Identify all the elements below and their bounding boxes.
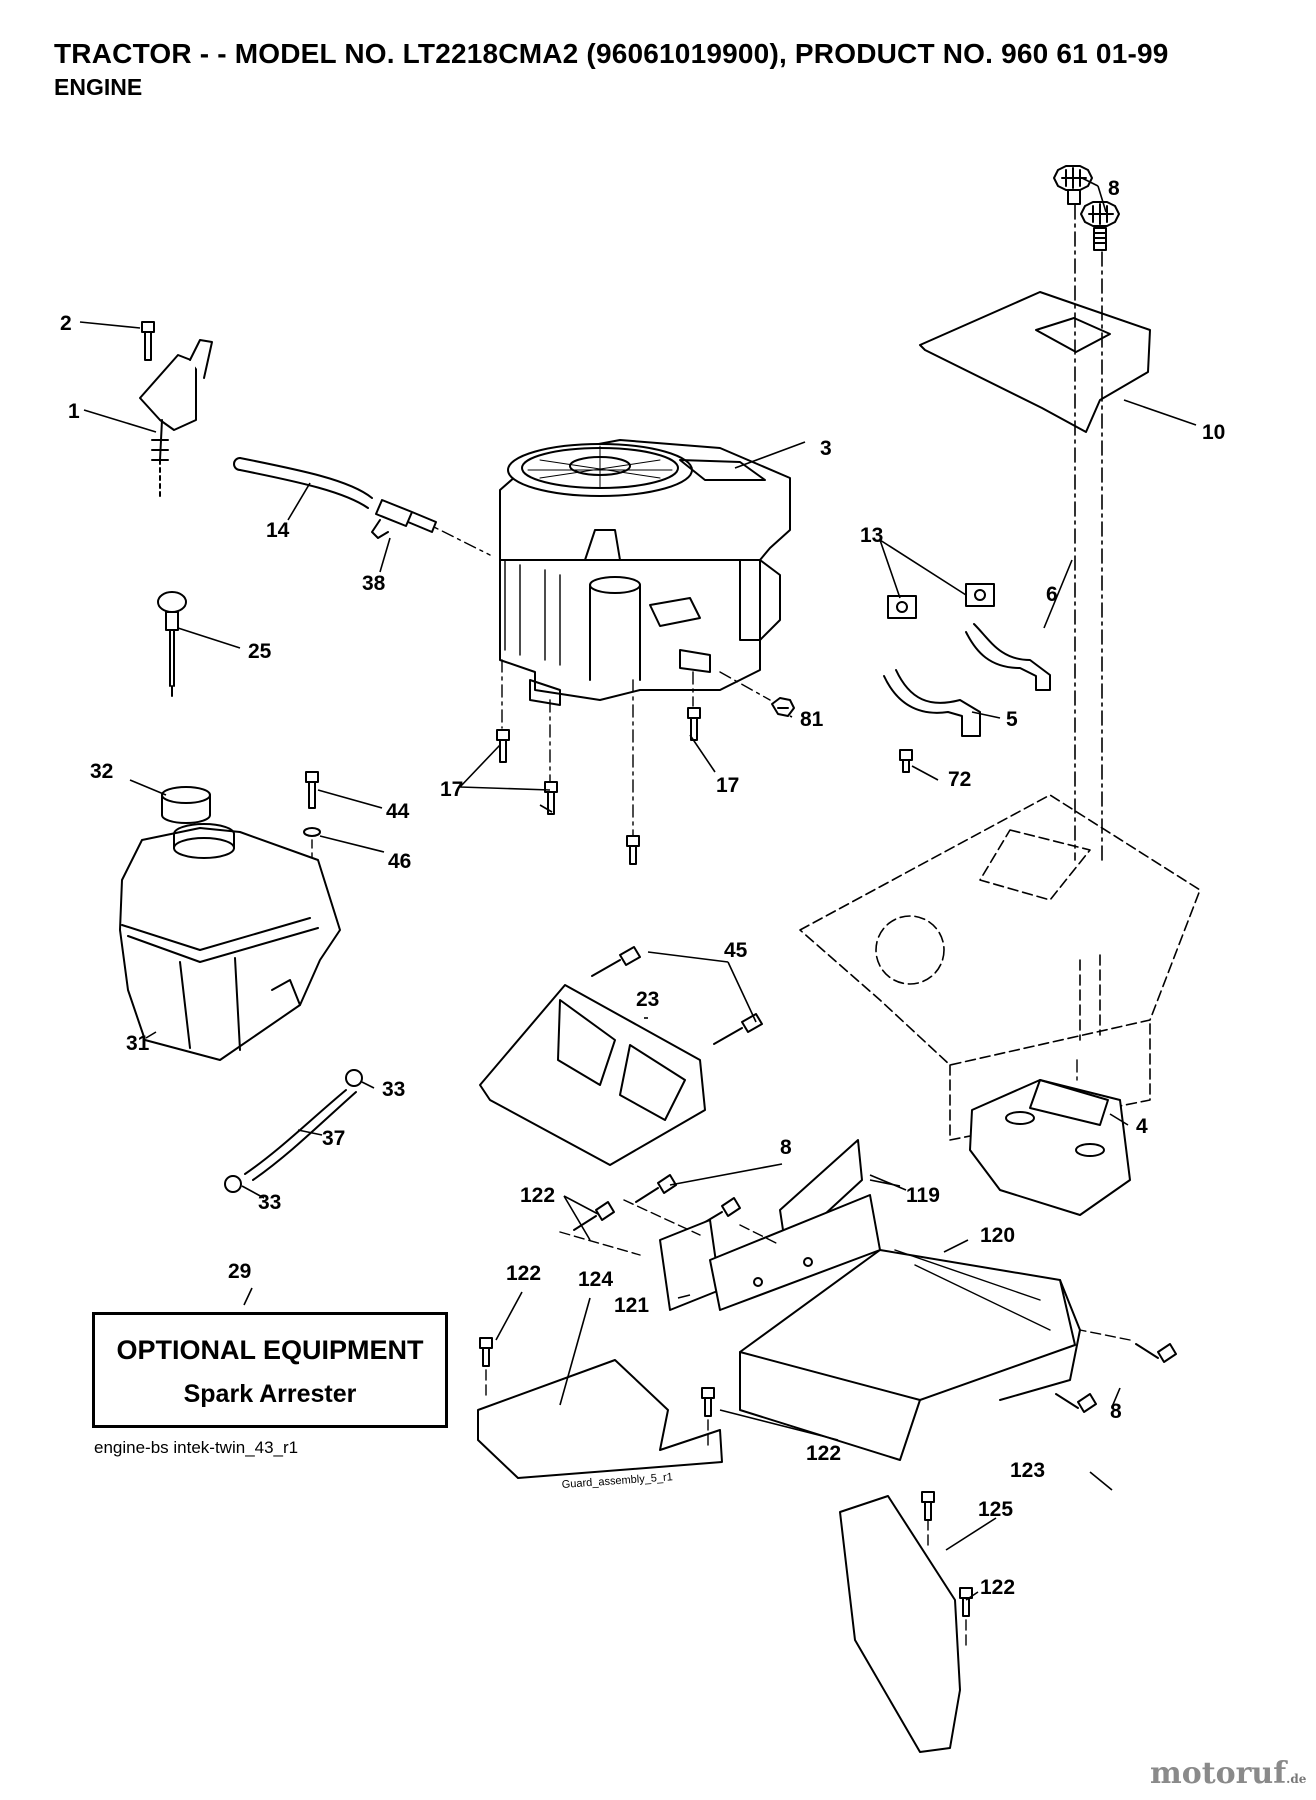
knob-bolt-lower (1080, 201, 1120, 251)
callout-121: 121 (614, 1294, 649, 1317)
leader-lines (79, 177, 1197, 1601)
callout-32: 32 (90, 760, 113, 783)
callout-122-middle: 122 (806, 1442, 841, 1465)
guard-bolts (479, 1174, 1177, 1617)
engine-mount-bolts (496, 707, 701, 865)
callout-120: 120 (980, 1224, 1015, 1247)
bracket-screw-lower (713, 1013, 763, 1045)
watermark-brand: motoruf (1150, 1756, 1287, 1791)
callout-33-upper: 33 (382, 1078, 405, 1101)
drawing-code: engine-bs intek-twin_43_r1 (94, 1438, 299, 1457)
tank-bolt (305, 771, 319, 809)
knob-bolt-upper (1053, 165, 1093, 205)
callout-37: 37 (322, 1127, 345, 1150)
tractor-frame (799, 794, 1201, 1141)
exhaust-gaskets (887, 583, 995, 619)
lower-guard-right (839, 1495, 961, 1753)
dipstick (157, 591, 187, 697)
tank-washer (303, 827, 321, 837)
callout-122-upper: 122 (520, 1184, 555, 1207)
callout-72: 72 (948, 768, 971, 791)
engine-guard-assembly (659, 1194, 1081, 1461)
fuel-hose-clamps (224, 1069, 363, 1193)
callout-44: 44 (386, 800, 410, 823)
watermark-suffix: .de (1286, 1772, 1307, 1786)
fuel-tank (119, 823, 341, 1061)
callout-45: 45 (724, 939, 748, 962)
muffler (969, 1079, 1131, 1216)
callout-33-lower: 33 (258, 1191, 281, 1214)
callout-17-right: 17 (716, 774, 739, 797)
callout-5: 5 (1006, 708, 1018, 731)
nut (771, 697, 795, 717)
page-subtitle: ENGINE (54, 74, 143, 100)
optional-equipment-item: Spark Arrester (183, 1380, 357, 1408)
fuel-cap (161, 786, 211, 824)
callout-122-left: 122 (506, 1262, 541, 1285)
callout-13: 13 (860, 524, 883, 547)
callout-2: 2 (60, 312, 72, 335)
exhaust-pipe-left (883, 669, 981, 737)
watermark: motoruf.de (1150, 1756, 1306, 1791)
callout-25: 25 (248, 640, 272, 663)
lower-guard-left (477, 1359, 723, 1479)
callout-81: 81 (800, 708, 824, 731)
callout-3: 3 (820, 437, 832, 460)
air-deflector-bracket (479, 984, 706, 1166)
callout-119: 119 (906, 1184, 940, 1207)
callout-31: 31 (126, 1032, 150, 1055)
callout-14: 14 (266, 519, 290, 542)
callout-6: 6 (1046, 583, 1058, 606)
throttle-control (139, 321, 213, 499)
callout-125: 125 (978, 1498, 1013, 1521)
callout-17-left: 17 (440, 778, 463, 801)
callout-1: 1 (68, 400, 80, 423)
callout-123: 123 (1010, 1459, 1045, 1482)
callout-8-right: 8 (1110, 1400, 1122, 1423)
callout-4: 4 (1136, 1115, 1148, 1138)
callout-23: 23 (636, 988, 659, 1011)
callout-46: 46 (388, 850, 411, 873)
optional-equipment-box: OPTIONAL EQUIPMENT Spark Arrester (92, 1312, 448, 1428)
fuel-line-hose (239, 457, 373, 509)
engine-assembly (499, 439, 791, 706)
page-title: TRACTOR - - MODEL NO. LT2218CMA2 (960610… (54, 38, 1169, 69)
callout-10: 10 (1202, 421, 1225, 444)
fuel-fitting (371, 499, 437, 539)
callout-8-middle: 8 (780, 1136, 792, 1159)
bracket-screw-upper (591, 946, 641, 977)
callout-122-lower: 122 (980, 1576, 1015, 1599)
exhaust-bolt (899, 749, 913, 773)
callout-29: 29 (228, 1260, 251, 1283)
callout-38: 38 (362, 572, 386, 595)
heat-shield-plate (919, 291, 1151, 433)
exhaust-pipe-right (965, 623, 1051, 691)
optional-equipment-heading: OPTIONAL EQUIPMENT (116, 1335, 424, 1365)
callout-124: 124 (578, 1268, 613, 1291)
callout-8-top: 8 (1108, 177, 1120, 200)
